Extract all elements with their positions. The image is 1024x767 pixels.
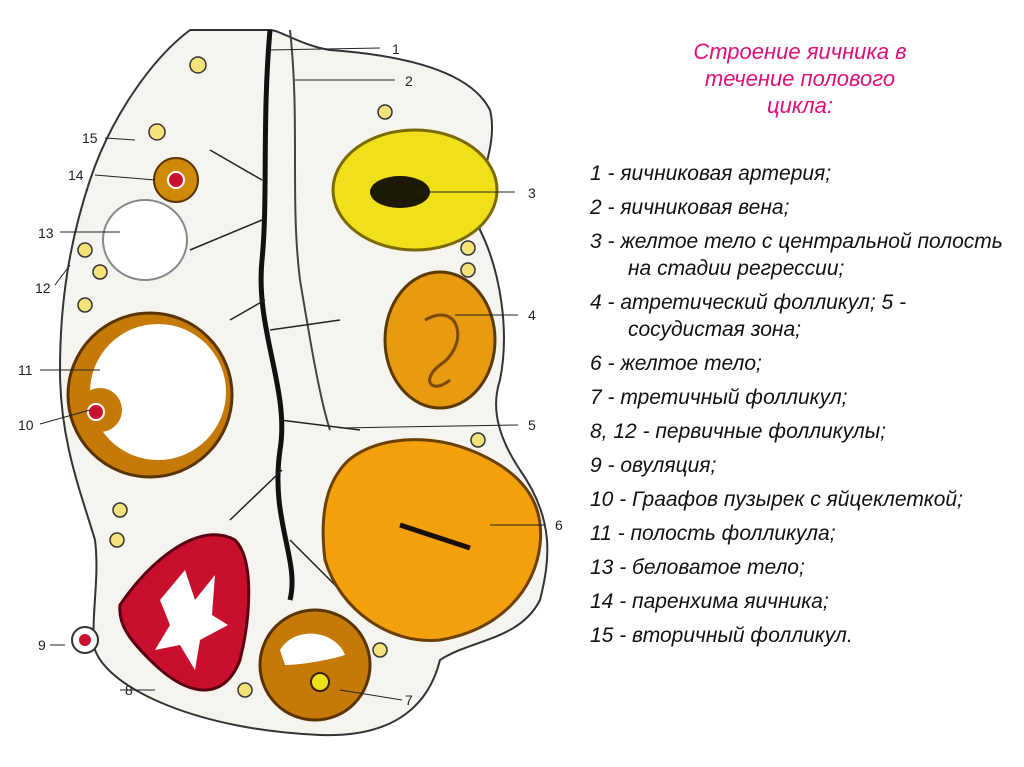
legend-item: 9 - овуляция; (590, 454, 717, 477)
legend-item: 13 - беловатое тело; (590, 556, 805, 579)
follicle-cavity (90, 324, 226, 460)
corpus-luteum (321, 438, 543, 642)
primary-follicles (77, 56, 486, 698)
vessel-branch (189, 149, 361, 601)
atretic-follicle (383, 270, 497, 410)
title-line: Строение яичника в (693, 39, 907, 64)
label-15: 15 (82, 130, 98, 146)
legend-item: 14 - паренхима яичника; (590, 590, 829, 613)
legend-item: 1 - яичниковая артерия; (590, 162, 832, 185)
tertiary-cavity (280, 633, 345, 665)
title-line: цикла: (767, 93, 833, 118)
atretic-fold (424, 313, 460, 388)
label-6: 6 (555, 517, 563, 533)
label-2: 2 (405, 73, 413, 89)
tertiary-oocyte (310, 672, 330, 692)
oocyte (87, 403, 105, 421)
secondary-oocyte (167, 171, 185, 189)
label-9: 9 (38, 637, 46, 653)
label-12: 12 (35, 280, 51, 296)
legend-item: 15 - вторичный фолликул. (590, 624, 853, 647)
legend-item: 3 - желтое тело с центральной полость на… (590, 230, 1003, 280)
label-13: 13 (38, 225, 54, 241)
label-3: 3 (528, 185, 536, 201)
label-10: 10 (18, 417, 34, 433)
ovarian-vein (289, 29, 331, 431)
corpus-albicans (102, 199, 188, 281)
slide-title: Строение яичника в течение полового цикл… (600, 38, 1000, 119)
legend-item: 7 - третичный фолликул; (590, 386, 848, 409)
legend-item: 4 - атретический фолликул; 5 - сосудиста… (590, 291, 907, 341)
label-4: 4 (528, 307, 536, 323)
label-11: 11 (18, 362, 33, 378)
label-5: 5 (528, 417, 536, 433)
legend-item: 10 - Граафов пузырек с яйцеклеткой; (590, 488, 963, 511)
label-numbers: 1 2 3 4 5 6 7 8 9 10 11 12 13 14 15 (18, 41, 563, 708)
label-1: 1 (392, 41, 400, 57)
legend-item: 11 - полость фолликула; (590, 522, 836, 545)
leader-lines (39, 47, 545, 701)
label-14: 14 (68, 167, 84, 183)
label-7: 7 (405, 692, 413, 708)
legend-item: 6 - желтое тело; (590, 352, 762, 375)
central-cavity (370, 176, 430, 208)
released-oocyte-core (79, 634, 91, 646)
label-8: 8 (125, 682, 133, 698)
ovulation-cavity (155, 570, 228, 670)
tertiary-follicle (258, 608, 372, 722)
legend-item: 2 - яичниковая вена; (590, 196, 790, 219)
title-line: течение полового (704, 66, 896, 91)
legend-list: 1 - яичниковая артерия; 2 - яичниковая в… (590, 160, 1020, 656)
ovarian-artery (258, 29, 295, 601)
legend-item: 8, 12 - первичные фолликулы; (590, 420, 886, 443)
luteum-fissure (399, 522, 471, 551)
